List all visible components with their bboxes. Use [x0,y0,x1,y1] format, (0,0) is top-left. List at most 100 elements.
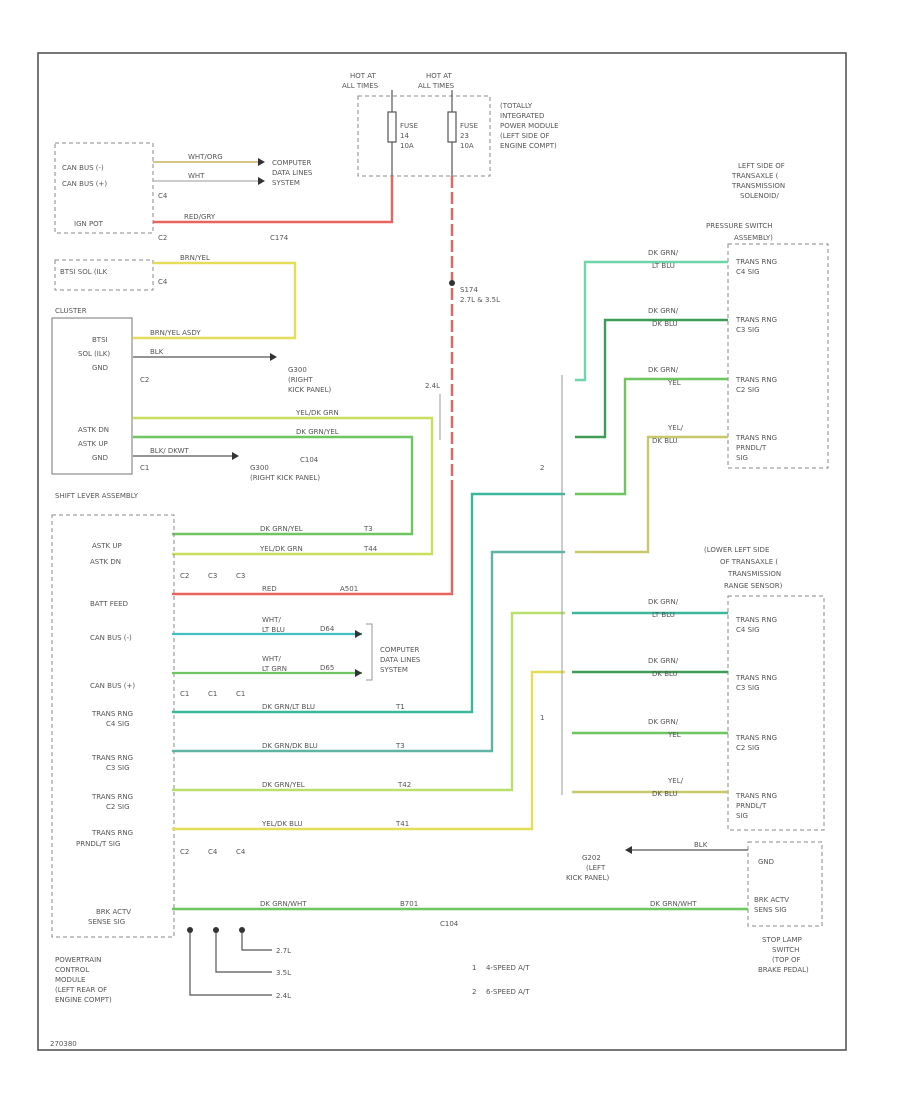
ut-pin4: TRANS RNG [735,434,777,442]
wire-trprndl [172,670,565,831]
legend-n1: 1 [472,964,476,972]
pcm-leg-27l: 2.7L [276,947,291,955]
lt-w1b: LT BLU [652,611,675,619]
ut-w4b: DK BLU [652,437,678,445]
pcm-conn-row2-c: C1 [236,690,245,698]
pcm-circ-1: T3 [363,525,373,533]
pcm-circ-4: D64 [320,625,335,633]
pcm-conn-row3-a: C2 [180,848,189,856]
figure-id: 270380 [50,1040,77,1048]
lt-pin4b: PRNDL/T [736,802,767,810]
can-bus-h-label: CAN BUS (+) [62,180,107,188]
fuse-block: HOT AT ALL TIMES HOT AT ALL TIMES FUSE 1… [342,72,559,177]
lt-title-1: (LOWER LEFT SIDE [704,546,769,554]
lt-pin3b: C2 SIG [736,744,760,752]
pcm-wire-1: DK GRN/YEL [260,525,303,533]
comp-lines-3: SYSTEM [272,179,300,187]
stop-lamp-box [747,841,823,927]
lt-w4b: DK BLU [652,790,678,798]
pcm-conn-row3-c: C4 [236,848,246,856]
lt-pin2: TRANS RNG [735,674,777,682]
pcm-circ-6: T1 [395,703,405,711]
legend-t1: 4-SPEED A/T [486,964,530,972]
lt-pin3: TRANS RNG [735,734,777,742]
pcm-batt-feed: BATT FEED [90,600,128,608]
wire-brn-yel [133,261,297,340]
ut-pin3: TRANS RNG [735,376,777,384]
ut-w2a: DK GRN/ [648,307,679,315]
wire-dkgrn-yel-cluster [133,435,414,536]
c2-label: C2 [158,234,167,242]
ut-pin3b: C2 SIG [736,386,760,394]
lt-w3a: DK GRN/ [648,718,679,726]
pcm-wire-6: DK GRN/LT BLU [262,703,315,711]
lt-w3b: YEL [667,731,681,739]
lt-pin4c: SIG [736,812,748,820]
ut-title-4: SOLENOID/ [740,192,779,200]
comp-lines-2: DATA LINES [272,169,313,177]
ut-w3a: DK GRN/ [648,366,679,374]
cluster-box [51,317,133,475]
pcm-bottom-conn: C104 [440,920,459,928]
pcm-trc2-2: C2 SIG [106,803,130,811]
pcm-wire-2: YEL/DK GRN [259,545,303,553]
fuse-right-name: FUSE [460,122,478,130]
stop-sense-1: BRK ACTV [754,896,789,904]
cluster-wire-ywg: YEL/DK GRN [295,409,339,417]
fuse-right-hot-1: HOT AT [426,72,453,80]
lt-pin1: TRANS RNG [735,616,777,624]
ut-box [727,243,829,469]
lt-title-2: OF TRANSAXLE ( [720,558,778,566]
upper-marker: 2 [540,464,544,472]
pcm-trc4-2: C4 SIG [106,720,130,728]
pcm-wire-labels: DK GRN/YEL T3 YEL/DK GRN T44 RED A501 D6… [259,525,418,908]
can-wire-1b: LT BLU [262,626,285,634]
stop-wire-blk: BLK [694,841,708,849]
g300-lower-1: G300 [250,464,269,472]
pcm-wire-7: DK GRN/DK BLU [262,742,318,750]
s174-label: S174 [460,286,478,294]
wire-red-gry: RED/GRY [184,213,216,221]
btsi-label: BTSI SOL (ILK [60,268,108,276]
wire-trc3 [172,550,565,753]
lt-w1a: DK GRN/ [648,598,679,606]
tipm-label-2: INTEGRATED [500,112,544,120]
wire-wht: WHT [188,172,205,180]
wire-trc4 [172,492,565,714]
cluster-wire-blk: BLK [150,348,164,356]
tipm-label-1: (TOTALLY [500,102,533,110]
lower-trans-module: (LOWER LEFT SIDE OF TRANSAXLE ( TRANSMIS… [572,546,825,831]
fuse-left-hot-1: HOT AT [350,72,377,80]
lt-w4a: YEL/ [667,777,684,785]
g300-lower-2: (RIGHT KICK PANEL) [250,474,320,482]
fuse-left-name: FUSE [400,122,418,130]
ut-title-1: LEFT SIDE OF [738,162,785,170]
g202-2: (LEFT [586,864,606,872]
diagram-frame [37,52,847,1051]
fuse-14-element [387,111,397,143]
pcm-circ-3: A501 [340,585,358,593]
legend: 1 4-SPEED A/T 2 6-SPEED A/T [472,964,530,996]
cluster-c1: C1 [140,464,149,472]
can-bus-l-label: CAN BUS (-) [62,164,104,172]
cluster-wire-dkg: DK GRN/YEL [296,428,339,436]
tipm-label-4: (LEFT SIDE OF [500,132,550,140]
ut-pin4b: PRNDL/T [736,444,767,452]
pcm-conn-row2-a: C1 [180,690,189,698]
pcm-comp-lines-2: DATA LINES [380,656,421,664]
ut-pin1: TRANS RNG [735,258,777,266]
c4b-label: C4 [158,278,168,286]
pcm-title-1: POWERTRAIN [55,956,101,964]
pcm-trc3-2: C3 SIG [106,764,130,772]
ut-pin2: TRANS RNG [735,316,777,324]
pcm-astk-dn: ASTK DN [90,558,121,566]
wire-brn-yel-label: BRN/YEL [180,254,210,262]
shift-lever-label: SHIFT LEVER ASSEMBLY [55,492,139,500]
pcm-leg-35l: 3.5L [276,969,291,977]
pcm-can-l: CAN BUS (-) [90,634,132,642]
btsi-module-box [54,259,154,291]
cluster-btsi-1: BTSI [92,336,108,344]
ut-title-6: ASSEMBLY) [734,234,773,242]
pcm-can-h: CAN BUS (+) [90,682,135,690]
ign-pot-label: IGN POT [74,220,104,228]
